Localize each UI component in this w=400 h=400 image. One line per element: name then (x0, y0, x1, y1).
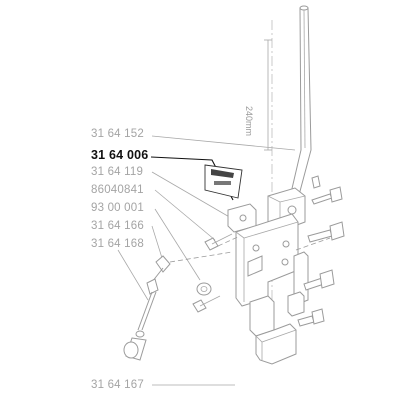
part-number-93-00-001: 93 00 001 (91, 202, 144, 214)
screw-lower-left (192, 295, 221, 313)
part-number-86040841: 86040841 (91, 184, 144, 196)
leader-31-64-119 (151, 171, 239, 223)
leader-93-00-001 (154, 208, 201, 281)
part-number-31-64-152: 31 64 152 (91, 128, 144, 140)
bolt-right-middle (307, 221, 345, 243)
part-number-31-64-119: 31 64 119 (91, 166, 144, 178)
bolt-right-lower (303, 269, 335, 291)
washer-93-00-001 (196, 282, 212, 296)
bolt-axis-line (295, 237, 331, 251)
dimension-label: 240mm (244, 106, 254, 137)
part-number-31-64-006: 31 64 006 (91, 148, 149, 162)
screw-86040841 (204, 233, 241, 251)
label-plate (204, 164, 243, 199)
dimension-line-240mm (264, 39, 272, 151)
bolt-right-upper (311, 186, 343, 205)
bolt-bottom-right (297, 308, 325, 327)
shift-bracket (227, 187, 309, 365)
leader-31-64-168 (117, 249, 149, 301)
linkage-rod (123, 251, 233, 361)
leader-31-64-166 (151, 225, 163, 259)
leader-86040841 (154, 189, 216, 241)
bolt-top (311, 175, 321, 189)
part-number-31-64-167: 31 64 167 (91, 379, 144, 391)
part-number-31-64-168: 31 64 168 (91, 238, 144, 250)
part-number-31-64-166: 31 64 166 (91, 220, 144, 232)
leader-31-64-152 (151, 135, 296, 151)
gear-lever-rod (286, 5, 312, 211)
